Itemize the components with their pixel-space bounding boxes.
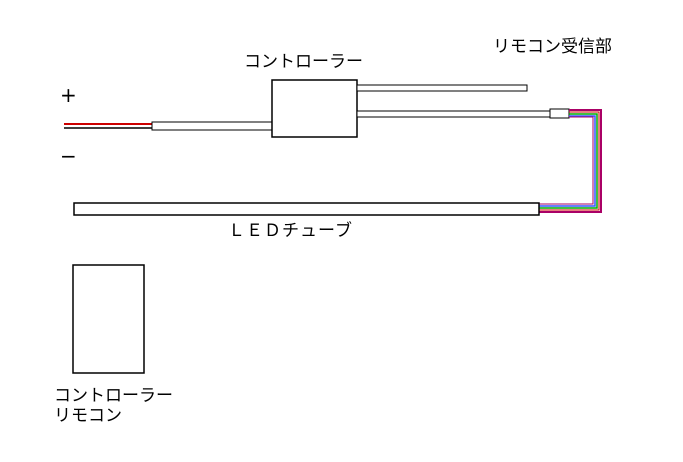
rgb-wire-green <box>539 113 598 209</box>
output-cable <box>356 110 551 118</box>
remote-label-line2: リモコン <box>54 406 122 426</box>
output-connector <box>549 108 570 119</box>
led-tube-label: ＬＥＤチューブ <box>228 221 353 241</box>
rgb-wire-inner <box>539 116 594 205</box>
receiver-label: リモコン受信部 <box>493 37 612 57</box>
rgb-wire-blue <box>539 115 596 207</box>
controller-box <box>271 79 358 138</box>
controller-label: コントローラー <box>244 52 363 72</box>
receiver-cable <box>356 84 528 92</box>
rgb-wire-bundle <box>539 109 602 213</box>
plus-label: + <box>60 83 77 107</box>
rgb-wire-red <box>539 111 600 211</box>
led-tube <box>73 202 540 216</box>
rgb-wire-outer <box>539 109 602 213</box>
input-cable <box>151 121 273 131</box>
remote-controller-box <box>72 264 145 374</box>
minus-label: − <box>60 144 77 168</box>
remote-label-line1: コントローラー <box>54 386 173 406</box>
